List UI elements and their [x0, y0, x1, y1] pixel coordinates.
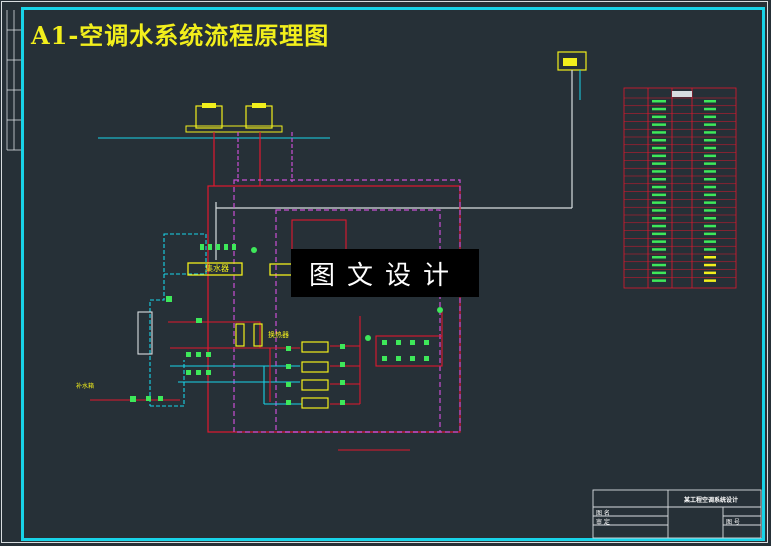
legend-symbol [652, 123, 666, 126]
legend-graphic [704, 107, 716, 111]
legend-symbol [652, 162, 666, 165]
legend-symbol [652, 107, 666, 111]
legend-graphic [704, 240, 716, 243]
legend-graphic [704, 123, 716, 126]
water-supplement-label: 补水箱 [76, 383, 95, 390]
legend-graphic [704, 248, 716, 251]
legend-graphic [704, 115, 716, 119]
legend-symbol [652, 201, 666, 204]
drawing-frame [21, 7, 765, 541]
main-piping [90, 179, 461, 451]
legend-graphic [704, 256, 716, 259]
legend-graphic [704, 217, 716, 220]
legend-table [623, 87, 737, 289]
legend-graphic [704, 201, 716, 204]
legend-symbol [652, 131, 666, 134]
legend-graphic [704, 209, 716, 212]
water-separator-label: 集水器 [205, 264, 229, 273]
legend-graphic [704, 131, 716, 134]
legend-symbol [652, 217, 666, 220]
legend-graphic [704, 146, 716, 150]
legend-graphic [704, 178, 716, 181]
legend-symbol [652, 263, 666, 267]
valve-symbols [130, 244, 443, 405]
legend-graphic [704, 279, 716, 282]
equipment-boxes [137, 262, 329, 409]
title-block-row2: 审 定 [596, 519, 610, 526]
legend-graphic [704, 193, 716, 197]
legend-graphic [704, 154, 716, 158]
project-name: 某工程空调系统设计 [684, 497, 739, 504]
legend-symbol [652, 115, 666, 119]
title-block-sheet: 图 号 [726, 519, 740, 526]
binding-strip [6, 10, 21, 151]
legend-symbol [652, 100, 666, 103]
legend-graphic [704, 232, 716, 236]
legend-symbol [652, 170, 666, 173]
legend-symbol [652, 146, 666, 150]
legend-symbol [652, 185, 666, 189]
legend-graphic [704, 139, 716, 142]
legend-symbol [652, 248, 666, 251]
watermark: 图文设计 [291, 249, 479, 297]
legend-graphic [704, 100, 716, 103]
drawing-title: A1-空调水系统流程原理图 [31, 21, 330, 50]
legend-symbol [652, 232, 666, 236]
legend-symbol [652, 224, 666, 228]
cooling-tower-group [98, 103, 330, 186]
heat-exchanger-label: 换热器 [268, 331, 289, 339]
legend-symbol [652, 279, 666, 282]
title-block [592, 489, 762, 539]
expansion-tank [215, 51, 587, 260]
legend-graphic [704, 162, 716, 165]
legend-rows [624, 97, 736, 282]
legend-graphic [704, 170, 716, 173]
legend-symbol [652, 154, 666, 158]
legend-symbol [652, 193, 666, 197]
legend-symbol [652, 139, 666, 142]
legend-symbol [652, 256, 666, 259]
legend-graphic [704, 185, 716, 189]
legend-symbol [652, 178, 666, 181]
legend-symbol [652, 209, 666, 212]
legend-symbol [652, 240, 666, 243]
legend-graphic [704, 271, 716, 275]
legend-symbol [652, 271, 666, 275]
legend-graphic [704, 224, 716, 228]
legend-graphic [704, 263, 716, 267]
title-block-row1: 图 名 [596, 510, 610, 517]
